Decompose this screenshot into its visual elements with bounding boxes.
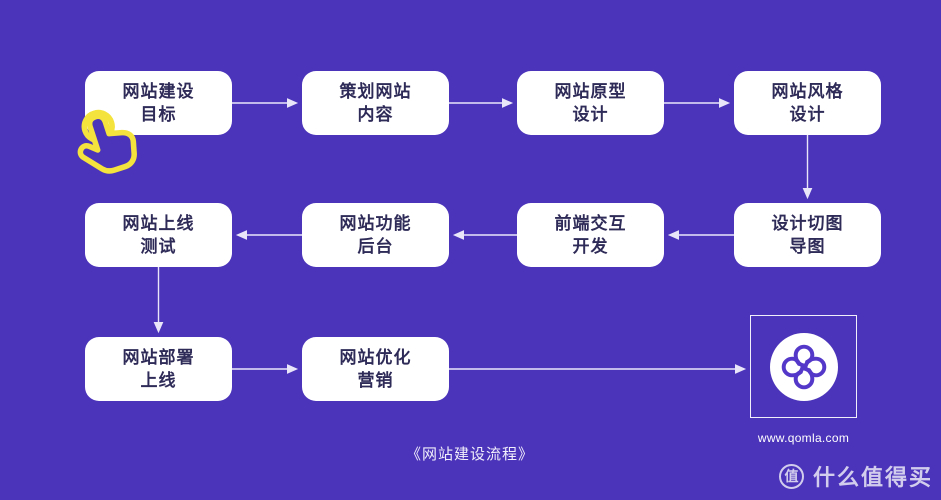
flow-node-label: 网站原型 设计 — [554, 82, 627, 124]
website-url: www.qomla.com — [757, 431, 850, 445]
diagram-title: 《网站建设流程》 — [405, 446, 534, 463]
flow-node-backend: 网站功能 后台 — [302, 203, 449, 267]
flow-node-seo: 网站优化 营销 — [302, 337, 449, 401]
flow-node-label: 前端交互 开发 — [554, 214, 627, 256]
smzdm-brand-text: 什么值得买 — [812, 465, 933, 490]
flow-node-label: 策划网站 内容 — [339, 82, 412, 124]
flow-node-deploy: 网站部署 上线 — [85, 337, 232, 401]
qomla-logo-circle — [770, 333, 838, 401]
flow-node-label: 设计切图 导图 — [771, 214, 844, 256]
flow-node-slice: 设计切图 导图 — [734, 203, 881, 267]
logo-terminal-box — [750, 315, 857, 418]
flow-node-label: 网站建设 目标 — [122, 82, 195, 124]
flow-node-goal: 网站建设 目标 — [85, 71, 232, 135]
flow-node-prototype: 网站原型 设计 — [517, 71, 664, 135]
flow-node-label: 网站功能 后台 — [339, 214, 412, 256]
flow-node-plan: 策划网站 内容 — [302, 71, 449, 135]
qomla-clover-logo-icon — [781, 344, 827, 390]
flow-node-label: 网站优化 营销 — [339, 348, 412, 390]
flow-node-frontend: 前端交互 开发 — [517, 203, 664, 267]
flow-node-label: 网站风格 设计 — [771, 82, 844, 124]
smzdm-badge-icon: 值 — [778, 463, 804, 489]
flow-node-label: 网站上线 测试 — [122, 214, 195, 256]
flow-node-style: 网站风格 设计 — [734, 71, 881, 135]
hand-tap-cursor-icon — [77, 109, 137, 174]
flow-node-label: 网站部署 上线 — [122, 348, 195, 390]
smzdm-watermark: 值 什么值得买 — [778, 460, 933, 492]
flow-node-test: 网站上线 测试 — [85, 203, 232, 267]
